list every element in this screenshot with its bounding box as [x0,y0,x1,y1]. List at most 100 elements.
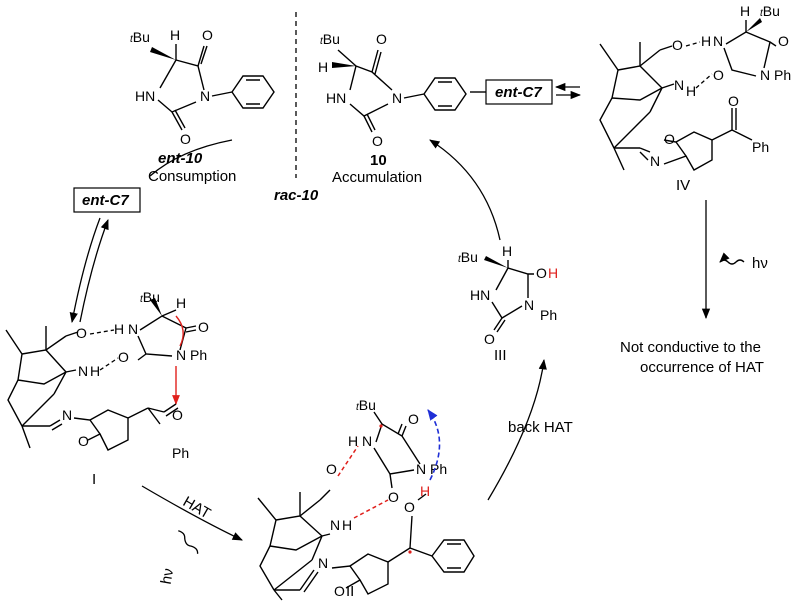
atom-o: O [672,37,683,53]
complex-I-label: I [92,471,96,488]
atom-o: O [484,331,495,347]
complex-II-label: II [346,583,354,600]
catalyst-skeleton [5,326,79,449]
hydantoin-ring [373,411,421,489]
atom-n: N [128,321,138,337]
atom-h: H [740,3,750,19]
radical-dot [408,550,412,554]
atom-n: N [330,517,340,533]
atom-o: O [536,265,547,281]
catalyst-skeleton [599,42,675,171]
atom-n: N [650,153,660,169]
atom-o: O [372,133,383,149]
wedge-bond [332,62,356,68]
atom-h: H [701,33,711,49]
ent-c7-label: ent-C7 [82,192,129,209]
atom-o: O [180,131,191,147]
atom-h: H [342,517,352,533]
atom-o: O [388,489,399,505]
rac-10-label: rac-10 [274,187,319,204]
atom-n: N [713,33,723,49]
compound-10-label: 10 [370,152,387,169]
benzoxazole-ring [299,515,475,595]
compound-ent-10: tBu H O HN N O ent-10 Consumption [130,27,275,185]
atom-o: O [334,583,345,599]
ent-c7-label: ent-C7 [495,84,542,101]
benzoxazole-ring [639,108,753,171]
atom-hn: HN [470,287,490,303]
phenyl-ring [423,77,467,111]
atom-o: O [78,433,89,449]
catalyst-box-right: ent-C7 [470,79,582,105]
arrow-hat [141,485,243,541]
hat-blue-arrow [427,409,441,481]
phenyl-label: Ph [540,307,557,323]
tbu-sup: tBu [458,249,478,265]
atom-n: N [318,555,328,571]
wedge-bond [150,47,176,60]
compound-10: tBu H O HN N O 10 Accumulation [318,31,467,186]
hv-label-right: hν [752,255,768,272]
atom-n: N [362,433,372,449]
atom-h-transferred: H [420,483,430,499]
atom-hn: HN [135,88,155,104]
atom-h: H [176,295,186,311]
light-wavy-arrow [719,252,745,265]
complex-II: O N H H N O N Ph O tBu N O [257,397,475,601]
atom-o: O [404,499,415,515]
ring-bonds [337,49,425,133]
atom-o: O [778,33,789,49]
hydantoin-ring [723,20,777,77]
atom-h: H [502,243,512,259]
atom-n: N [416,461,426,477]
catalyst-box-left: ent-C7 [69,139,233,324]
atom-o: O [408,411,419,427]
consumption-caption: Consumption [148,168,236,185]
accumulation-caption: Accumulation [332,169,422,186]
phenyl-label: Ph [752,139,769,155]
atom-o: O [728,93,739,109]
atom-n: N [176,347,186,363]
hat-label: HAT [180,493,214,522]
atom-o: O [202,27,213,43]
benzoxazole-ring [49,403,179,451]
catalyst-skeleton [257,489,331,601]
radical-dot [379,424,383,428]
tbu-sup: tBu [130,29,150,45]
atom-h: H [170,27,180,43]
atom-n: N [78,363,88,379]
atom-h: H [114,321,124,337]
atom-o: O [326,461,337,477]
hv-label-bottom: hν [158,567,177,586]
note-line-1: Not conductive to the [620,339,761,356]
back-hat-label: back HAT [508,419,573,436]
atom-n: N [62,407,72,423]
complex-IV-label: IV [676,177,690,194]
atom-h: H [318,59,328,75]
atom-o: O [76,325,87,341]
atom-n: N [200,88,210,104]
compound-III-label: III [494,347,507,364]
atom-o: O [118,349,129,365]
atom-hn: HN [326,90,346,106]
atom-n: N [392,90,402,106]
tbu-sup: tBu [140,289,160,305]
arrow-III-to-10 [429,139,501,241]
atom-o: O [713,67,724,83]
atom-h-red: H [548,265,558,281]
complex-IV: O N H H N O N Ph O H tBu O N O Ph [599,3,791,194]
atom-o: O [664,131,675,147]
atom-n: N [760,67,770,83]
tbu-sup: tBu [356,397,376,413]
atom-o: O [376,31,387,47]
tbu-sup: tBu [760,3,780,19]
tbu-sup: tBu [320,31,340,47]
hydantoin-ring [137,309,197,361]
atom-o: O [198,319,209,335]
atom-h: H [686,83,696,99]
phenyl-label: Ph [172,445,189,461]
atom-h: H [90,363,100,379]
atom-n: N [674,77,684,93]
ring-bonds [157,44,233,131]
